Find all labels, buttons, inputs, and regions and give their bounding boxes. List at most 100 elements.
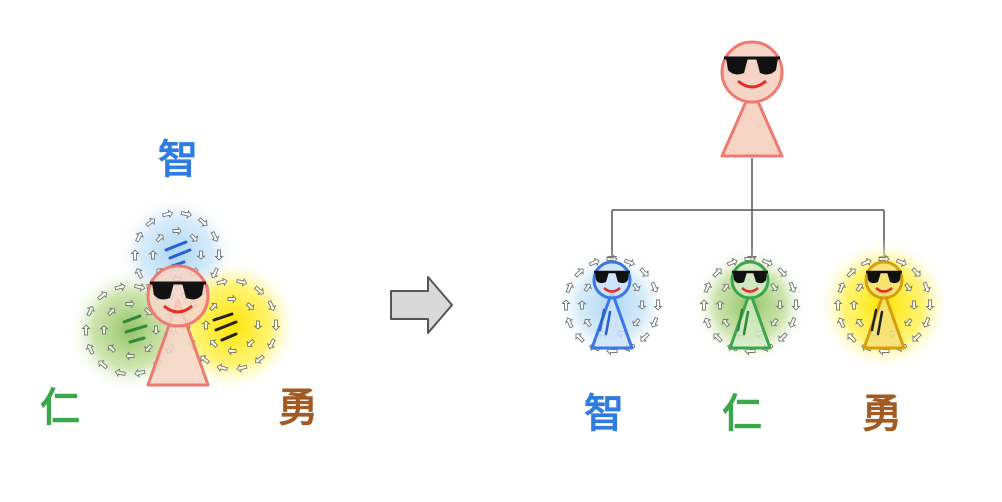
swirl-arrow (653, 299, 663, 311)
swirl-arrow (197, 217, 208, 227)
swirl-arrow (846, 268, 856, 278)
swirl-arrow (837, 282, 847, 294)
swirl-arrow (236, 363, 248, 373)
swirl-arrow (761, 258, 773, 268)
swirl-arrow (713, 333, 723, 343)
swirl-arrow (86, 305, 95, 317)
swirl-arrow (180, 209, 192, 219)
swirl-arrow (847, 333, 857, 343)
swirl-arrow (721, 283, 731, 293)
swirl-arrow (922, 281, 932, 293)
swirl-arrow (254, 354, 265, 364)
wisdom-person (556, 249, 668, 361)
swirl-arrow (703, 282, 713, 294)
swirl-arrow (130, 249, 140, 261)
left-cluster (68, 195, 298, 392)
swirl-arrow (81, 324, 91, 336)
swirl-arrow (107, 307, 116, 317)
swirl-arrow (125, 351, 135, 361)
swirl-arrow (575, 333, 585, 343)
arrow-right-icon (390, 276, 453, 334)
swirl-arrow (151, 325, 161, 335)
swirl-arrow (145, 217, 156, 228)
swirl-arrow (245, 302, 255, 311)
swirl-arrow (246, 338, 255, 348)
swirl-arrow (210, 231, 220, 242)
swirl-arrow (161, 209, 174, 219)
swirl-arrow (721, 318, 730, 328)
swirl-arrow (640, 332, 650, 342)
swirl-arrow (227, 294, 237, 304)
swirl-arrow (632, 282, 641, 292)
swirl-arrow (236, 277, 248, 287)
swirl-arrow (649, 316, 659, 328)
swirl-arrow (895, 258, 907, 268)
left-wisdom-label: 智 (158, 137, 198, 183)
swirl-arrow (144, 343, 153, 353)
swirl-arrow (125, 299, 135, 309)
swirl-arrow (639, 267, 649, 277)
person-icon (146, 264, 210, 387)
swirl-arrow (577, 300, 587, 310)
swirl-arrow (107, 344, 117, 353)
swirl-arrow (726, 257, 738, 267)
swirl-arrow (650, 281, 660, 293)
swirl-arrow (778, 332, 788, 342)
swirl-arrow (836, 317, 846, 329)
swirl-arrow (849, 300, 859, 310)
swirl-arrow (860, 257, 872, 267)
swirl-arrow (172, 226, 182, 236)
swirl-arrow (583, 283, 593, 293)
swirl-arrow (85, 344, 95, 355)
swirl-arrow (253, 320, 263, 330)
swirl-arrow (903, 317, 913, 327)
swirl-arrow (702, 317, 712, 329)
sunglasses-icon (724, 56, 780, 75)
right-wisdom-label: 智 (584, 391, 624, 437)
swirl-arrow (97, 291, 108, 301)
swirl-arrow (588, 257, 600, 267)
swirl-arrow (699, 299, 709, 311)
swirl-arrow (623, 258, 635, 268)
swirl-arrow (196, 250, 206, 260)
swirl-arrow (267, 300, 277, 311)
swirl-arrow (267, 338, 276, 350)
swirl-arrow (99, 325, 109, 335)
swirl-arrow (210, 267, 219, 279)
swirl-arrow (775, 300, 785, 310)
left-courage-label: 勇 (278, 385, 318, 431)
swirl-arrow (583, 318, 592, 328)
swirl-arrow (770, 282, 779, 292)
swirl-arrow (155, 234, 164, 243)
swirl-arrow (925, 299, 935, 311)
swirl-arrow (98, 360, 109, 370)
swirl-arrow (574, 268, 584, 278)
swirl-arrow (637, 300, 647, 310)
right-courage-label: 勇 (862, 391, 902, 437)
swirl-arrow (564, 317, 574, 329)
swirl-arrow (227, 346, 237, 356)
swirl-arrow (777, 267, 787, 277)
swirl-arrow (200, 355, 211, 365)
swirl-arrow (921, 316, 931, 328)
swirl-arrow (253, 285, 264, 295)
right-benevolence-label: 仁 (722, 391, 762, 437)
tree-connectors (611, 158, 885, 258)
swirl-arrow (787, 316, 797, 328)
swirl-arrow (855, 318, 864, 328)
leader-person-icon (720, 40, 784, 158)
swirl-arrow (209, 339, 219, 348)
swirl-arrow (216, 363, 228, 373)
swirl-arrow (134, 268, 144, 279)
swirl-arrow (631, 317, 641, 327)
courage-strokes (212, 312, 238, 342)
swirl-arrow (565, 282, 575, 294)
swirl-arrow (788, 281, 798, 293)
swirl-arrow (911, 267, 921, 277)
swirl-arrow (114, 282, 126, 292)
swirl-arrow (769, 317, 779, 327)
swirl-arrow (214, 249, 224, 261)
swirl-arrow (271, 319, 281, 331)
swirl-arrow (134, 368, 146, 378)
